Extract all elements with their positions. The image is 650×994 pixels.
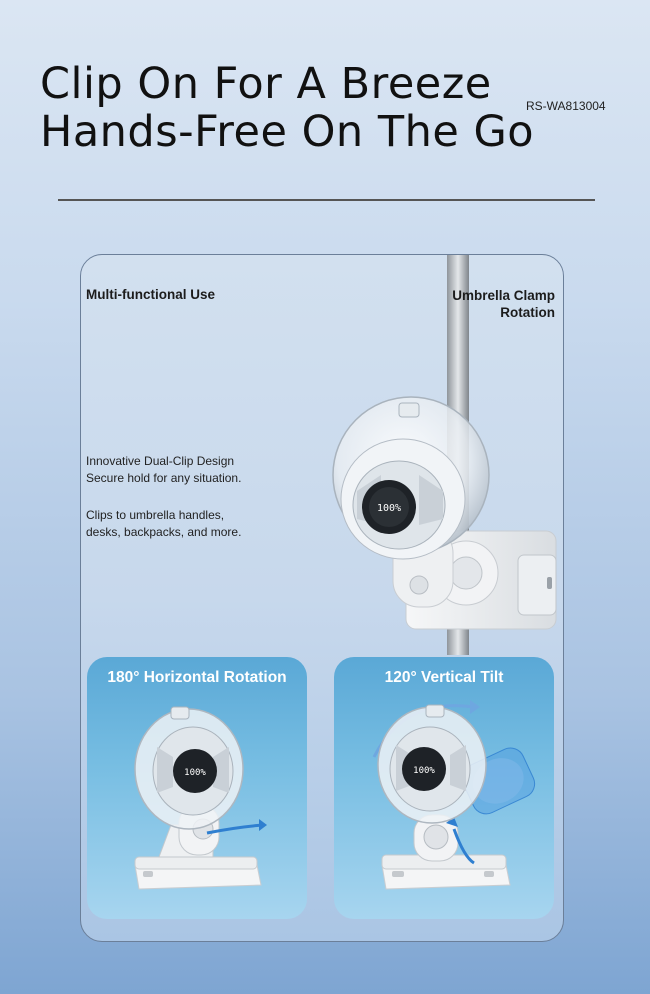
vertical-tilt-illustration: 100% xyxy=(372,700,536,890)
header-divider xyxy=(58,199,595,201)
umbrella-fan-illustration: 100% xyxy=(332,255,557,655)
fan-display-value: 100% xyxy=(377,503,401,514)
desc-dual-clip-line-1: Innovative Dual-Clip Design xyxy=(86,454,235,468)
left-fan-display: 100% xyxy=(184,768,206,778)
page-title: Clip On For A Breeze Hands-Free On The G… xyxy=(40,60,534,156)
title-line-2: Hands-Free On The Go xyxy=(40,107,535,157)
panel-horizontal-title: 180° Horizontal Rotation xyxy=(107,669,287,686)
feature-card: 100% Multi-functional Use Umbrella Clamp… xyxy=(80,254,564,942)
panel-vertical-tilt: 120° Vertical Tilt xyxy=(334,657,554,919)
panel-horizontal-rotation: 180° Horizontal Rotation 100% xyxy=(87,657,307,919)
label-umbrella-clamp: Umbrella Clamp Rotation xyxy=(415,287,555,321)
horizontal-rotation-illustration: 100% xyxy=(134,706,267,890)
right-fan-display: 100% xyxy=(413,766,435,776)
label-umbrella-line-1: Umbrella Clamp xyxy=(452,288,555,303)
product-sku: RS-WA813004 xyxy=(526,99,606,113)
label-multi-functional: Multi-functional Use xyxy=(86,287,215,302)
title-line-1: Clip On For A Breeze xyxy=(40,59,492,109)
desc-dual-clip-line-2: Secure hold for any situation. xyxy=(86,471,242,485)
label-umbrella-line-2: Rotation xyxy=(500,305,555,320)
desc-clip-targets-line-2: desks, backpacks, and more. xyxy=(86,525,242,539)
desc-clip-targets-line-1: Clips to umbrella handles, xyxy=(86,508,225,522)
panel-vertical-title: 120° Vertical Tilt xyxy=(384,669,504,686)
desc-clip-targets: Clips to umbrella handles, desks, backpa… xyxy=(86,507,241,541)
desc-dual-clip: Innovative Dual-Clip Design Secure hold … xyxy=(86,453,241,487)
